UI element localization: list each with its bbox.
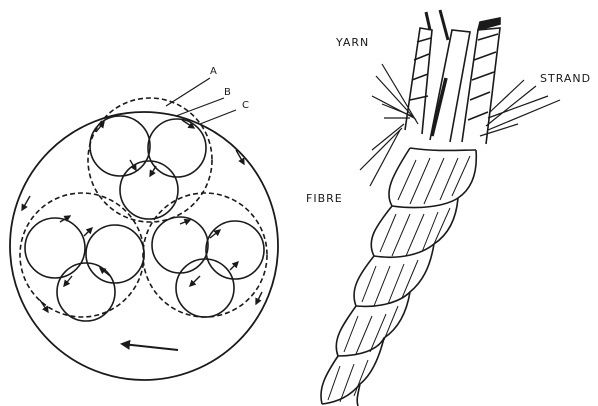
strand-bottom-left xyxy=(20,193,144,321)
yarn-circle xyxy=(152,217,208,273)
rope-hatching xyxy=(328,156,470,402)
yarn-circle xyxy=(120,161,178,219)
heart-strand xyxy=(430,10,470,142)
label-strand: STRAND xyxy=(540,72,591,85)
strand-outline xyxy=(143,193,267,317)
twist-arrows xyxy=(22,120,262,350)
arrow-mark xyxy=(122,344,178,350)
arrow-mark xyxy=(180,220,190,224)
label-yarn: YARN xyxy=(335,36,369,49)
label-fibre: FIBRE xyxy=(306,192,343,205)
leader-lines xyxy=(166,78,236,124)
leader-line-b xyxy=(176,98,224,116)
arrow-mark xyxy=(190,276,200,286)
rope-twist xyxy=(410,148,476,151)
cross-section-diagram xyxy=(10,78,278,380)
yarn-circle xyxy=(176,259,234,317)
strand-outline xyxy=(20,193,144,317)
strand-bottom-right xyxy=(143,193,267,317)
yarn-circle xyxy=(86,225,144,283)
arrow-mark xyxy=(64,276,72,286)
yarn-circle xyxy=(206,221,264,279)
arrow-mark xyxy=(84,228,92,236)
yarn-circle xyxy=(25,218,85,278)
label-c: C xyxy=(242,100,249,111)
rope-twist xyxy=(338,338,384,356)
arrow-mark xyxy=(256,292,262,304)
laid-rope xyxy=(321,148,476,406)
rope-twist xyxy=(356,292,410,306)
arrow-mark xyxy=(150,166,156,176)
leader-line-c xyxy=(200,110,236,124)
yarn-circle xyxy=(148,119,206,177)
rope-illustration xyxy=(321,10,560,406)
leader-line-a xyxy=(166,78,210,106)
yarn-circle xyxy=(57,263,115,321)
arrow-mark xyxy=(230,262,238,270)
label-a: A xyxy=(210,66,217,77)
label-b: B xyxy=(224,87,231,98)
strand-top xyxy=(88,98,212,222)
arrow-mark xyxy=(22,196,30,210)
arrow-mark xyxy=(40,300,48,312)
yarn-circle xyxy=(90,116,150,176)
